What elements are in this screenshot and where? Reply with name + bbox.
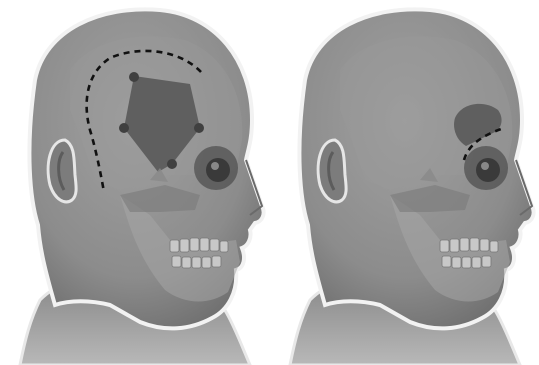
panel-left [0,0,270,365]
ear [318,140,346,202]
eye [206,158,230,182]
panel-right [270,0,539,365]
eye [476,158,500,182]
burr-hole [129,72,139,82]
burr-hole [194,123,204,133]
ear [48,140,76,202]
burr-hole [119,123,129,133]
right-head-illustration [270,0,539,365]
left-head-illustration [0,0,270,365]
burr-hole [167,159,177,169]
